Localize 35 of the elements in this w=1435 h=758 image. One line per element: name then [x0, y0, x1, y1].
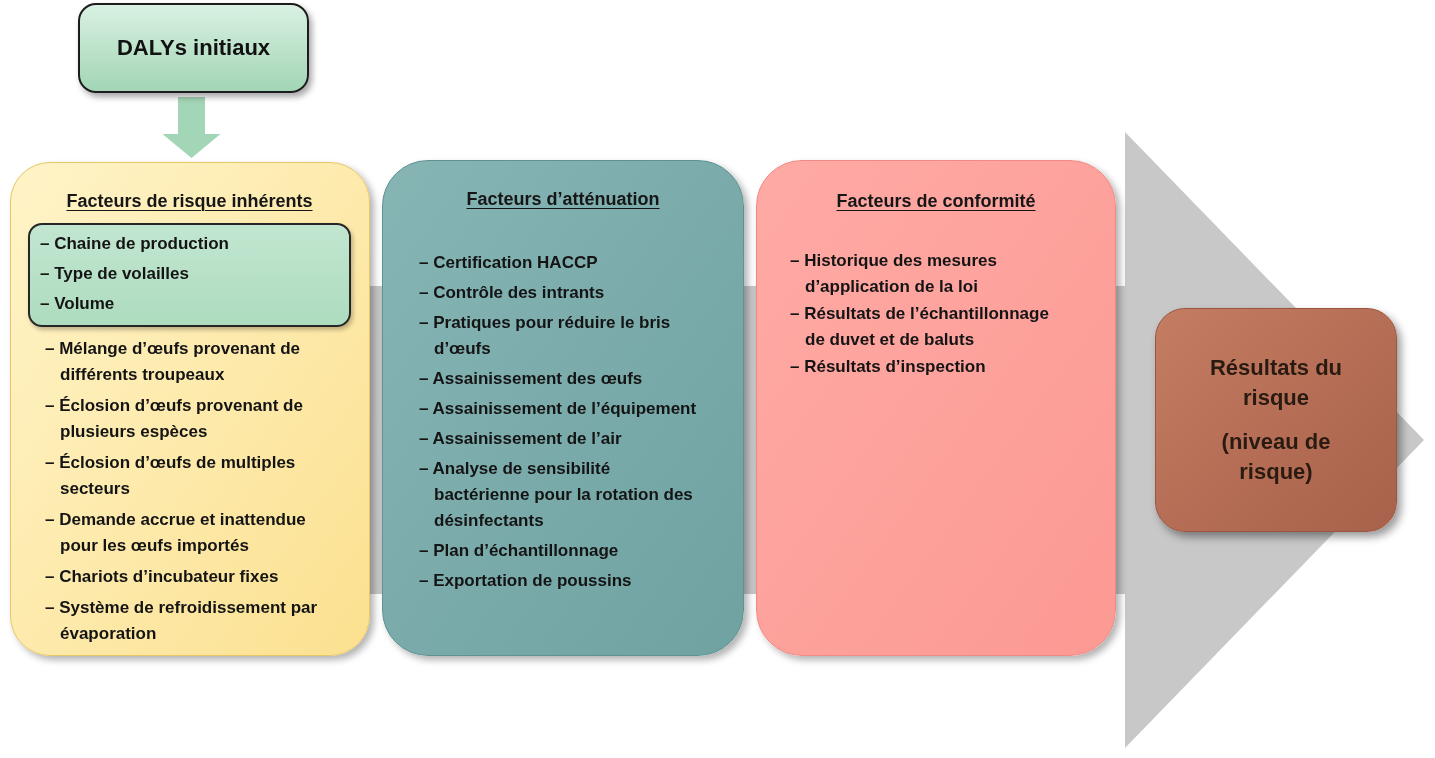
list-item: – Éclosion d’œufs de multiples secteurs — [45, 452, 297, 500]
list-item: – Analyse de sensibilité bactérienne pour la rotation des désinfectants — [419, 458, 694, 532]
node-label: Résultats du risque — [1209, 354, 1343, 412]
list-item: – Résultats d’inspection — [790, 356, 987, 378]
panel-heading: Facteurs de conformité — [836, 190, 1036, 213]
list-item: – Assainissement de l’air — [419, 428, 623, 450]
list-item: – Contrôle des intrants — [419, 282, 606, 304]
list-item: – Assainissement des œufs — [419, 368, 644, 390]
factor-panel — [10, 162, 370, 656]
list-item: – Mélange d’œufs provenant de différents troupeaux — [45, 338, 302, 386]
list-item: – Chariots d’incubateur fixes — [45, 566, 280, 588]
result-box — [1155, 308, 1397, 532]
factor-group-box — [28, 223, 351, 327]
list-item: – Assainissement de l’équipement — [419, 398, 698, 420]
start-box — [78, 3, 309, 93]
list-item: – Résultats de l’échantillonnage de duvet et de baluts — [790, 303, 1050, 351]
list-item: – Chaine de production — [40, 233, 230, 255]
list-item: – Plan d’échantillonnage — [419, 540, 620, 562]
list-item: – Éclosion d’œufs provenant de plusieurs espèces — [45, 395, 304, 443]
list-item: – Certification HACCP — [419, 252, 599, 274]
list-item: – Volume — [40, 293, 116, 315]
panel-heading: Facteurs d’atténuation — [466, 188, 660, 211]
block-arrow — [1116, 132, 1424, 748]
node-label: DALYs initiaux — [116, 34, 271, 62]
panel-heading: Facteurs de risque inhérents — [66, 190, 313, 213]
list-item: – Demande accrue et inattendue pour les œufs importés — [45, 509, 307, 557]
block-arrow — [162, 97, 221, 158]
list-item: – Exportation de poussins — [419, 570, 633, 592]
list-item: – Type de volailles — [40, 263, 190, 285]
list-item: – Historique des mesures d’application de la loi — [790, 250, 998, 298]
node-label: (niveau de risque) — [1220, 428, 1332, 486]
list-item: – Pratiques pour réduire le bris d’œufs — [419, 312, 672, 360]
factor-panel — [756, 160, 1116, 656]
list-item: – Système de refroidissement par évaporation — [45, 597, 319, 645]
factor-panel — [382, 160, 744, 656]
